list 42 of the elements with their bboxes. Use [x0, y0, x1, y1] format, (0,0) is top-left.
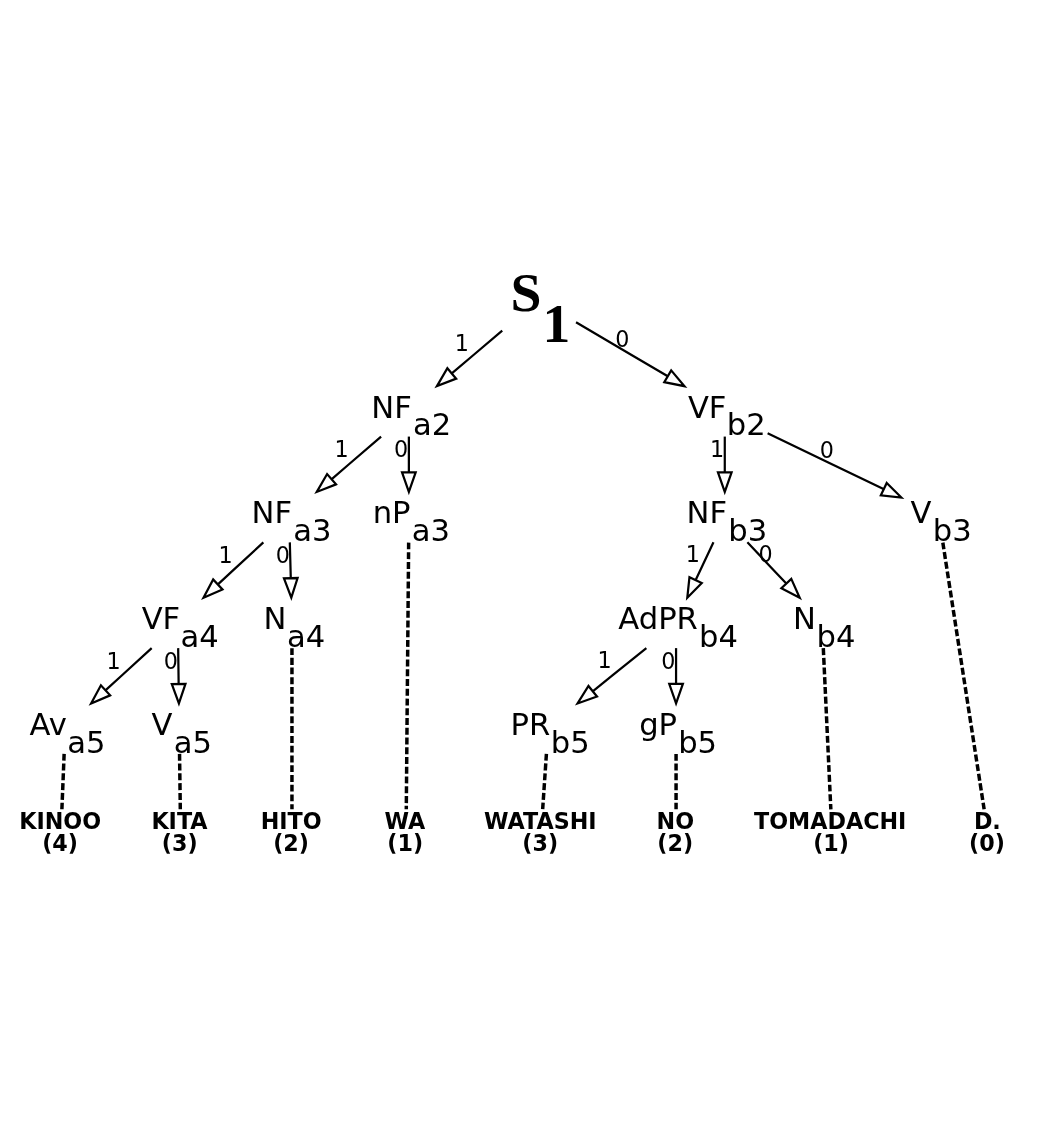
- edge-label: 1: [218, 541, 233, 568]
- arrow: [170, 647, 187, 707]
- edge-label: 0: [661, 647, 676, 674]
- edge-label: 0: [275, 541, 290, 568]
- arrow: [575, 320, 688, 388]
- arrow: [746, 541, 803, 600]
- connector: [821, 647, 833, 809]
- node-text: TOMADACHI (1): [754, 807, 907, 856]
- node-text: KINOO (4): [19, 807, 102, 856]
- node-text: KITA (3): [151, 807, 208, 856]
- edge-label: 1: [334, 435, 349, 462]
- connector: [177, 753, 183, 809]
- edge-label: 1: [597, 646, 612, 673]
- arrow: [314, 435, 382, 494]
- edge-label: 0: [615, 325, 630, 352]
- connector: [60, 753, 66, 809]
- arrow: [716, 436, 734, 495]
- node-text: D. (0): [969, 807, 1005, 856]
- arrow: [434, 329, 503, 388]
- arrow: [400, 436, 418, 495]
- arrow: [88, 646, 153, 706]
- connector: [404, 542, 411, 809]
- connector: [540, 753, 549, 809]
- connector: [674, 753, 678, 809]
- edge-label: 0: [819, 436, 834, 463]
- edge-label: 1: [106, 647, 121, 674]
- node-text: HITO (2): [260, 807, 322, 856]
- arrow: [201, 541, 265, 600]
- arrow: [282, 541, 300, 601]
- edge-label: 1: [454, 329, 470, 356]
- arrow: [667, 647, 685, 707]
- arrow: [574, 646, 648, 706]
- edge-label: 0: [163, 647, 178, 674]
- node-text: WA (1): [384, 807, 426, 856]
- edge-label: 1: [710, 435, 725, 462]
- node-text: WATASHI (3): [484, 807, 597, 856]
- connector: [941, 541, 986, 809]
- arrow: [685, 541, 715, 601]
- connector: [290, 647, 294, 809]
- arrow: [767, 431, 905, 499]
- edge-label: 0: [394, 435, 409, 462]
- node-text: NO (2): [656, 807, 695, 856]
